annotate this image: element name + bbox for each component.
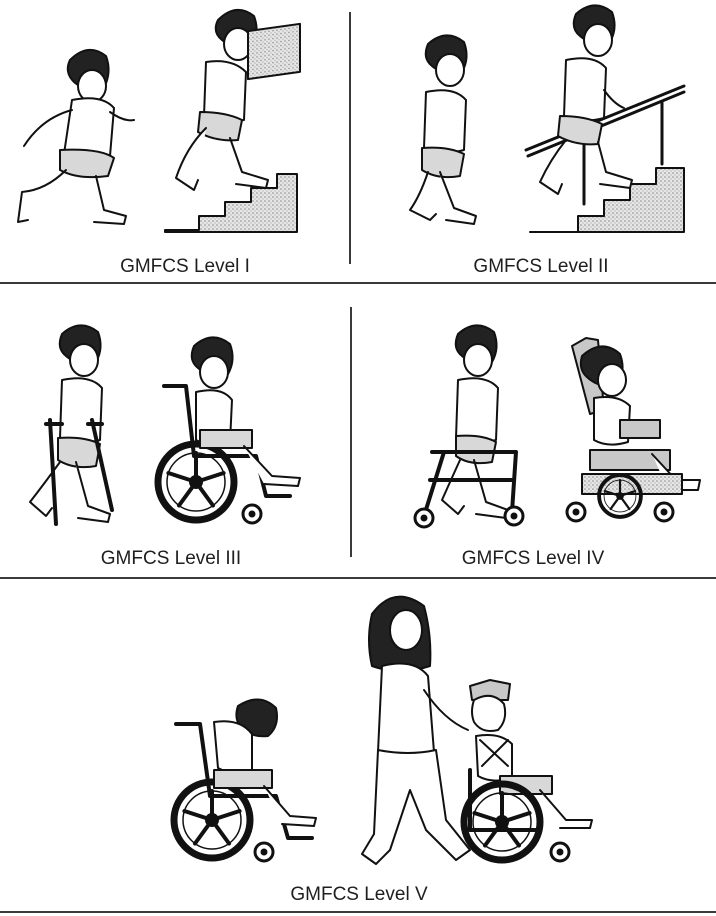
level-3-wheelchair-child [158,337,300,523]
level-4-walker-child [415,325,523,527]
level-5-supported-wheelchair-child [464,680,592,861]
level-2-rail-stairs [526,5,684,232]
level-3-label: GMFCS Level III [56,548,286,570]
level-2-walking-child [410,35,476,224]
level-1-label: GMFCS Level I [70,256,300,278]
level-3-crutches-child [30,325,112,524]
level-5-adult-pushing [362,597,470,864]
level-4-label: GMFCS Level IV [418,548,648,570]
level-2-label: GMFCS Level II [426,256,656,278]
level-4-powerchair-child [567,338,700,521]
level-5-label: GMFCS Level V [244,884,474,906]
level-1-running-child [18,50,134,224]
level-1-box-stairs [165,10,300,232]
level-5-wheelchair-child [174,699,316,861]
